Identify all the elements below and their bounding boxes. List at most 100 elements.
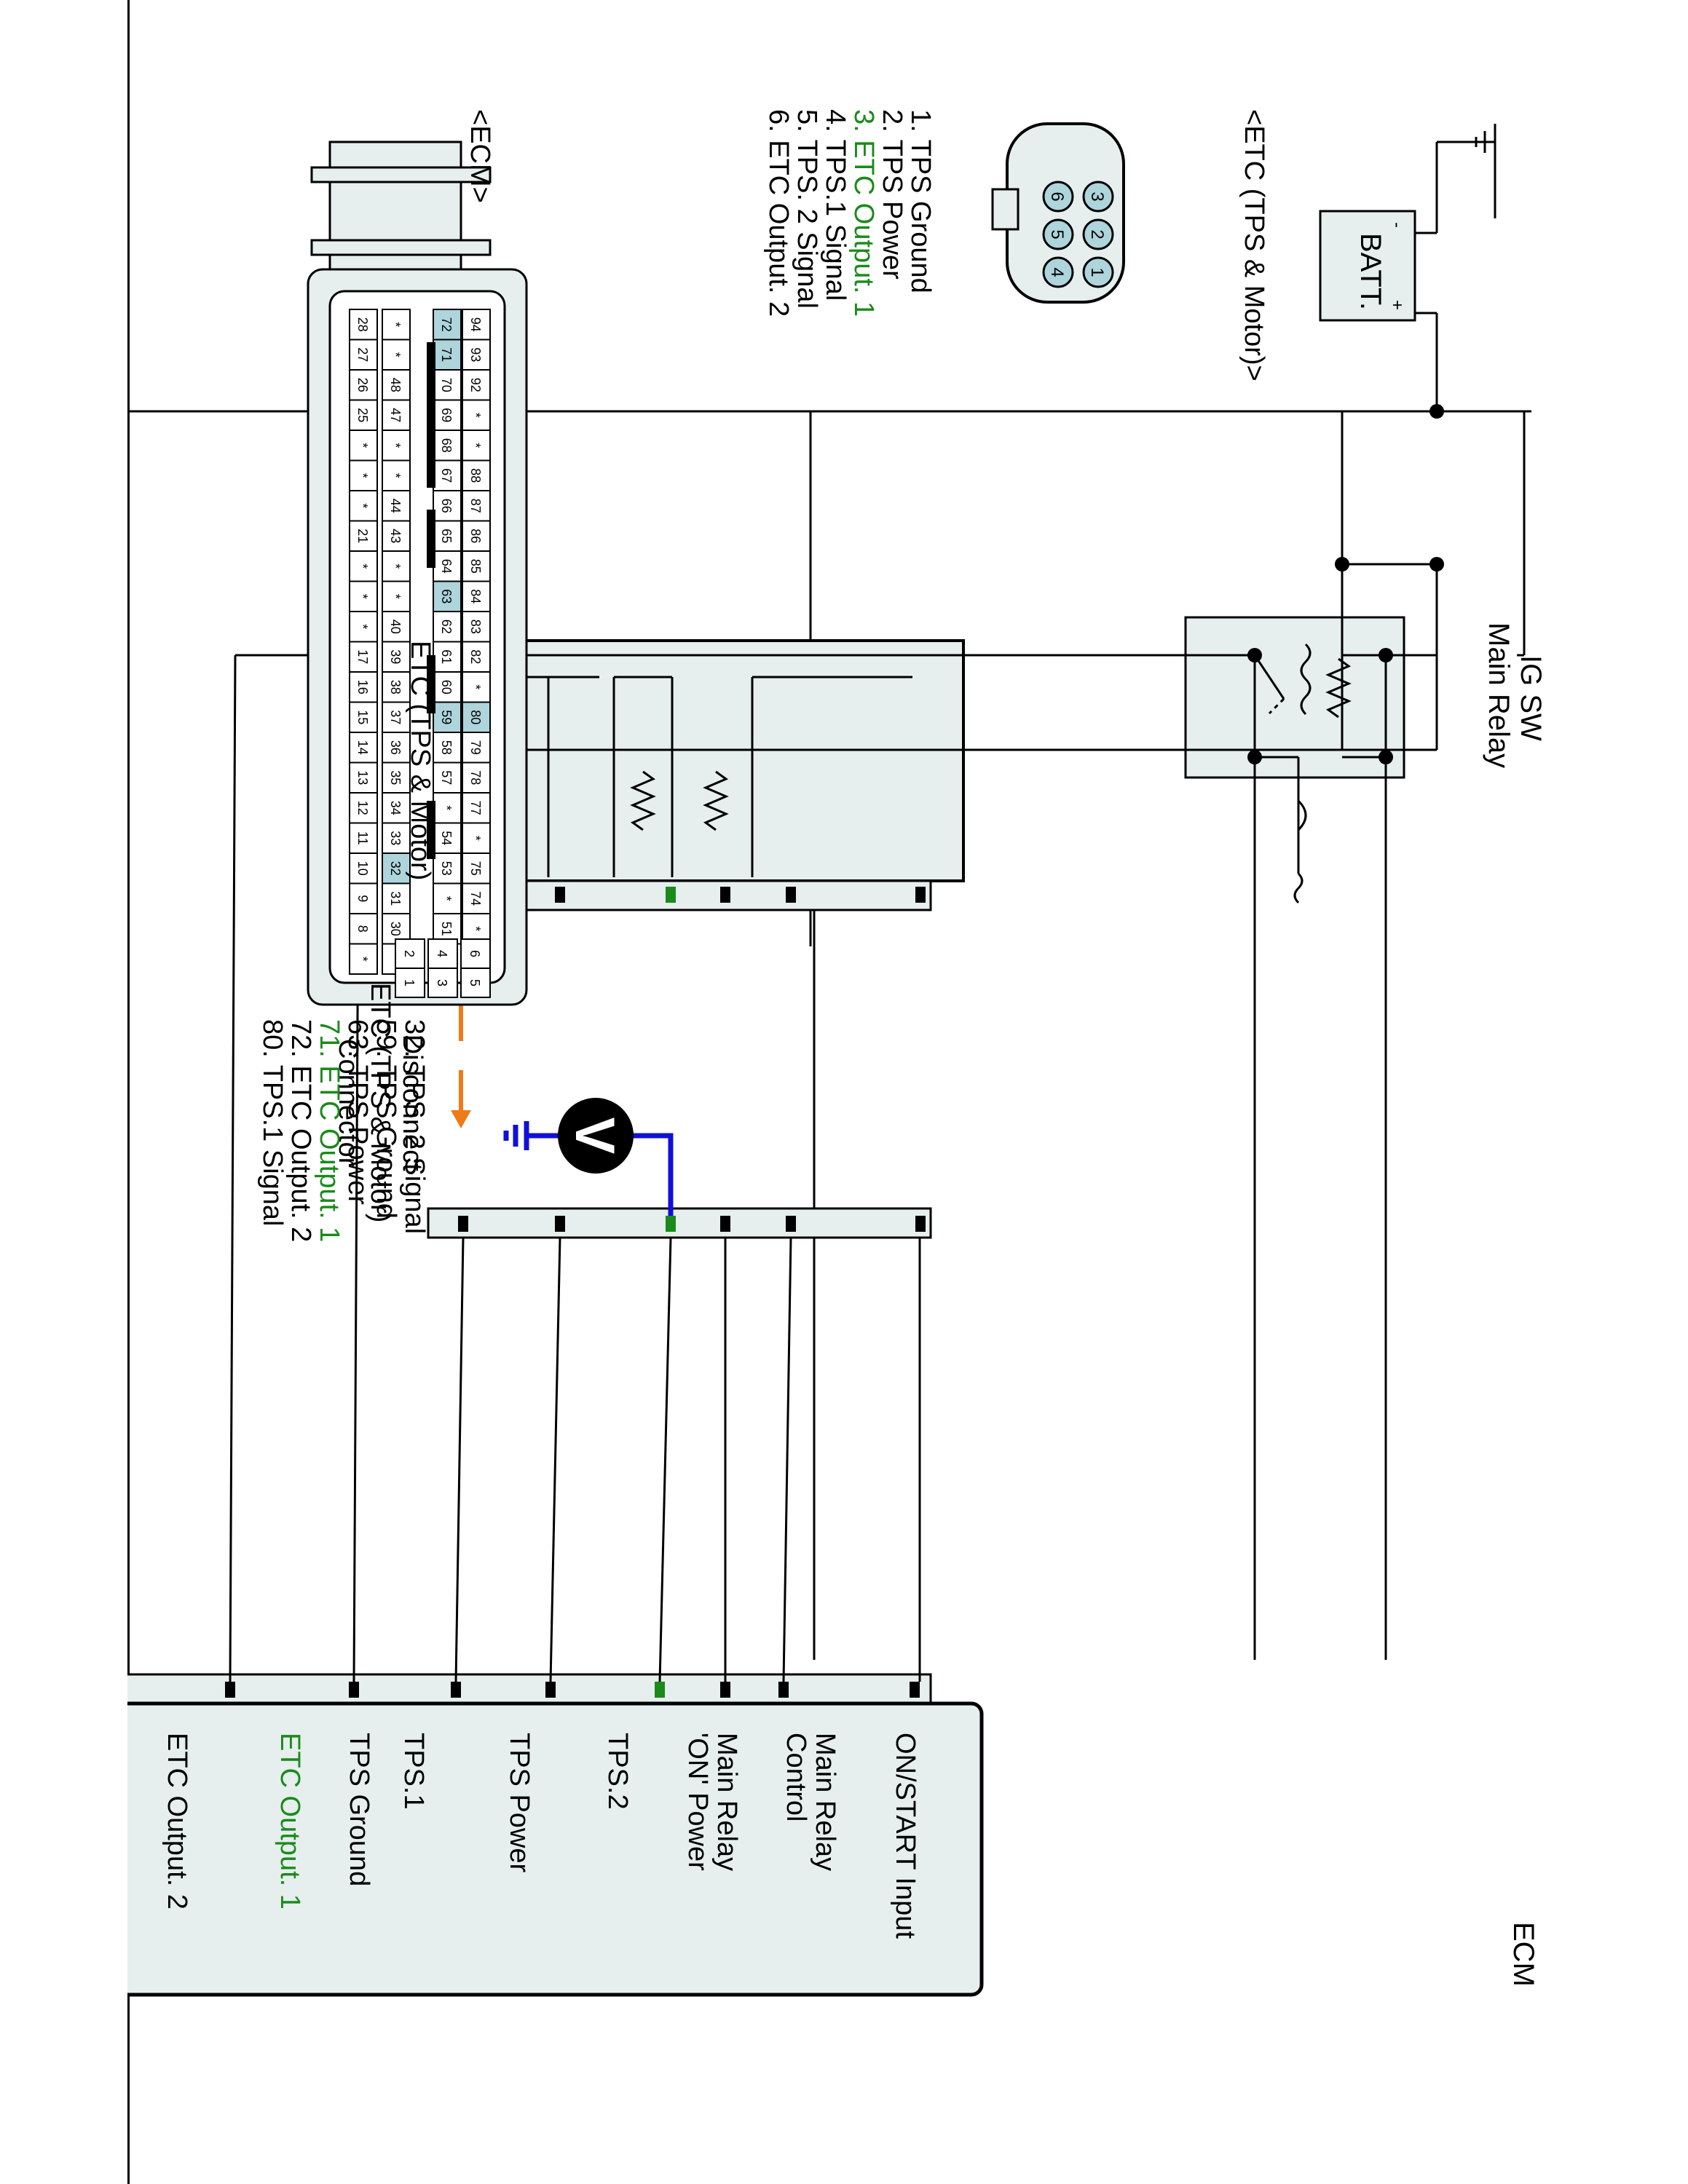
ecm-pin-label: 66 xyxy=(439,499,454,513)
battery-plus: + xyxy=(1387,300,1407,311)
etc-pin-5: 5. TPS. 2 Signal xyxy=(792,109,822,309)
ecm-pin-label: 44 xyxy=(388,499,403,513)
ecm-pin-label: 60 xyxy=(439,680,454,695)
ecm-pin-72: 72. ETC Output. 2 xyxy=(285,1019,316,1243)
ecm-pin-label: 59 xyxy=(439,710,454,724)
ecm-pin-label: 53 xyxy=(439,861,454,876)
etc-face-2: 2 xyxy=(1087,229,1107,239)
ecm-pin-63: 63. TPS Power xyxy=(342,1019,373,1205)
ecm-pin-label: 71 xyxy=(439,347,454,362)
ecm-key-bar xyxy=(427,801,435,859)
ecm-aux-pin-cell xyxy=(395,968,425,998)
ecm-pin-label: 86 xyxy=(468,529,483,543)
ecm-pin-59: 59. TPS Ground xyxy=(371,1019,401,1219)
ecm-aux-pin-label: 4 xyxy=(435,950,449,957)
ecm-pin-80: 80. TPS.1 Signal xyxy=(257,1019,288,1227)
ecm-pin-label: 78 xyxy=(468,770,483,785)
ecm-pin-label: 27 xyxy=(355,347,370,362)
ecm-pin-label: 47 xyxy=(388,408,403,422)
etc-face-1: 1 xyxy=(1087,267,1107,277)
ecm-pin-71: 71. ETC Output. 1 xyxy=(314,1019,344,1243)
ig-sw-label: IG SW xyxy=(1515,655,1547,741)
ecm-pin-label: * xyxy=(388,563,403,569)
ecm-connector-pin-list: 32. TPS. 2 Signal 59. TPS Ground 63. TPS… xyxy=(257,1019,430,1243)
ecm-aux-pin-label: 3 xyxy=(435,979,449,986)
ecm-pin-label: * xyxy=(388,594,403,599)
ecm-pin-label: 25 xyxy=(355,408,370,422)
ecm-pin-label: * xyxy=(439,805,454,810)
ecm-pin-label: 84 xyxy=(468,589,483,604)
ecm-pin-label: * xyxy=(468,926,483,931)
rotated-schematic: M xyxy=(127,0,1561,2184)
ecm-pin-label: 30 xyxy=(388,922,403,936)
ecm-pin-label: 61 xyxy=(439,649,454,664)
ecm-pin-label: 10 xyxy=(355,861,370,876)
ecm-pin-label: 79 xyxy=(468,740,483,755)
ecm-aux-pin-label: 2 xyxy=(402,950,417,957)
ecm-pin-label: 85 xyxy=(468,559,483,574)
battery-label: BATT. xyxy=(1354,233,1387,310)
etc-pin-1: 1. TPS Ground xyxy=(905,109,936,293)
ecm-pin-label: 69 xyxy=(439,408,454,422)
ecm-pin-label: 74 xyxy=(468,891,483,906)
ecm-pin-label: 68 xyxy=(439,438,454,453)
ecm-pin-label: 36 xyxy=(388,740,403,755)
ecm-pin-label: 83 xyxy=(468,620,483,634)
ecm-pin-label: 35 xyxy=(388,770,403,785)
ecm-pin-label: * xyxy=(355,473,370,478)
ecm-terminal-on-start: ON/START Input xyxy=(890,1733,920,1939)
etc-connector-pin-list: 1. TPS Ground 2. TPS Power 3. ETC Output… xyxy=(763,109,936,317)
ecm-pin-label: 77 xyxy=(468,801,483,815)
ecm-pin-label: 57 xyxy=(439,770,454,785)
ecm-aux-pin-label: 5 xyxy=(468,979,482,986)
ecm-pin-label: 63 xyxy=(439,589,454,604)
ecm-pin-label: * xyxy=(388,352,403,357)
ecm-pin-label: 54 xyxy=(439,831,454,845)
etc-pin-4: 4. TPS.1 Signal xyxy=(820,109,851,301)
ecm-pin-label: 64 xyxy=(439,559,454,574)
ecm-pin-label: 65 xyxy=(439,529,454,543)
ecm-pin-label: * xyxy=(439,896,454,901)
ecm-pin-label: 17 xyxy=(355,649,370,664)
ecm-box-title: ECM xyxy=(1507,1922,1539,1987)
ecm-pin-label: 31 xyxy=(388,891,403,906)
ecm-terminal-tps-power: TPS Power xyxy=(504,1733,535,1873)
etc-face-4: 4 xyxy=(1047,267,1067,277)
ecm-pin-label: 38 xyxy=(388,680,403,695)
ecm-pin-label: 48 xyxy=(388,378,403,392)
battery-minus: - xyxy=(1387,222,1407,228)
ecm-pin-label: * xyxy=(355,563,370,569)
ecm-key-bar xyxy=(427,510,435,568)
ecm-pin-label: 12 xyxy=(355,801,370,815)
ecm-pin-label: * xyxy=(355,957,370,962)
ecm-pin-label: 72 xyxy=(439,317,454,332)
ecm-pin-label: 51 xyxy=(439,922,454,936)
ecm-pin-label: 88 xyxy=(468,468,483,483)
ecm-aux-pin-cell xyxy=(427,968,458,998)
ecm-terminal-tps1: TPS.1 xyxy=(398,1733,429,1810)
ecm-pin-label: 28 xyxy=(355,317,370,332)
ecm-pin-label: 70 xyxy=(439,378,454,392)
main-relay-label: Main Relay xyxy=(1483,622,1515,769)
etc-pin-6: 6. ETC Output. 2 xyxy=(763,109,794,317)
schematic-svg: M xyxy=(127,122,1531,1997)
ecm-pin-label: 80 xyxy=(468,710,483,724)
ecm-pin-label: 82 xyxy=(468,649,483,664)
etc-face-6: 6 xyxy=(1047,191,1067,201)
ecm-pin-label: 9 xyxy=(355,895,370,902)
ecm-pin-label: 13 xyxy=(355,770,370,785)
ecm-pin-label: 33 xyxy=(388,831,403,845)
ecm-terminal-tps-ground: TPS Ground xyxy=(344,1733,374,1887)
ecm-key-bar xyxy=(427,342,435,488)
ecm-pin-label: 16 xyxy=(355,680,370,695)
etc-face-3: 3 xyxy=(1087,191,1107,201)
ecm-pin-label: * xyxy=(355,624,370,629)
ecm-pin-label: 32 xyxy=(388,861,403,876)
ecm-pin-label: 75 xyxy=(468,861,483,876)
etc-component-label: ETC (TPS & Motor) xyxy=(405,641,435,881)
ecm-pin-label: 40 xyxy=(388,620,403,634)
ecm-pin-label: 62 xyxy=(439,620,454,634)
ecm-key-bar xyxy=(427,655,435,713)
ecm-pin-grid: 949392**88878685848382*80797877*7574*727… xyxy=(349,309,491,998)
